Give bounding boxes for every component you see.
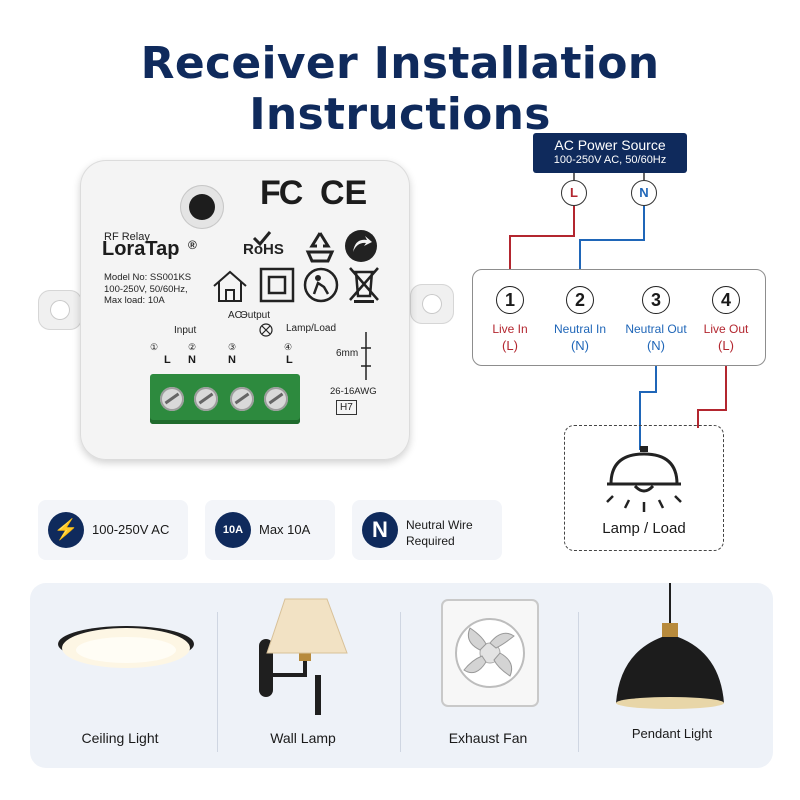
feature-text: Max 10A xyxy=(259,522,311,537)
terminal-4: 4 xyxy=(712,286,740,314)
terminal-letter: L xyxy=(286,354,293,366)
feature-neutral: N Neutral Wire Required xyxy=(352,500,502,560)
brand-name: LoraTap xyxy=(102,238,180,260)
terminal-letter: L xyxy=(164,354,171,366)
terminal-1: 1 xyxy=(496,286,524,314)
lightning-bolt-icon: ⚡ xyxy=(48,512,84,548)
source-neutral: N xyxy=(631,180,657,206)
terminal-name: Neutral Out xyxy=(625,322,687,336)
wire-strip-icon xyxy=(361,332,371,380)
model-line: Model No: SS001KS xyxy=(104,272,192,283)
feature-voltage: ⚡ 100-250V AC xyxy=(38,500,188,560)
terminal-name: Live In xyxy=(492,322,528,336)
terminal-number: ① xyxy=(150,342,159,352)
double-insulation-icon xyxy=(259,267,295,303)
divider xyxy=(400,612,401,752)
ceiling-light-icon xyxy=(58,626,194,668)
appliance-label: Exhaust Fan xyxy=(448,730,528,746)
recycle-icon xyxy=(305,232,335,263)
h7-mark: H7 xyxy=(336,400,357,415)
rohs-logo: RoHS xyxy=(243,241,284,258)
power-button-icon xyxy=(189,194,215,220)
page-title: Receiver Installation Instructions xyxy=(140,38,660,140)
terminal-number: ② xyxy=(188,342,197,352)
terminal-name: Live Out xyxy=(703,322,749,336)
model-spec: Model No: SS001KS 100-250V, 50/60Hz, Max… xyxy=(104,272,224,307)
house-icon xyxy=(213,270,247,302)
neutral-out-wire xyxy=(639,352,657,450)
lamp-load-label: Lamp / Load xyxy=(602,520,686,537)
exhaust-fan-icon xyxy=(441,599,539,707)
output-label: Output xyxy=(240,310,271,321)
registered-mark: ® xyxy=(188,238,197,252)
shield-10a-icon: 10A xyxy=(215,512,251,548)
terminal-polarity: (L) xyxy=(502,338,518,353)
model-line: 100-250V, 50/60Hz, xyxy=(104,283,188,295)
terminal-screw xyxy=(230,387,254,411)
appliance-label: Pendant Light xyxy=(631,726,713,741)
source-live: L xyxy=(561,180,587,206)
ac-label: AC~ xyxy=(228,310,248,321)
recycle-person-icon xyxy=(303,267,339,303)
recycling-arrow-icon xyxy=(345,230,377,262)
checkmark-icon xyxy=(252,231,272,246)
neutral-in-wire xyxy=(579,203,645,286)
terminal-number: ④ xyxy=(284,342,293,352)
ac-source-sub: 100-250V AC, 50/60Hz xyxy=(553,154,667,166)
feature-text: Required xyxy=(406,534,455,548)
receiver-device: RF Relay LoraTap ® Model No: SS001KS 100… xyxy=(80,160,410,460)
terminal-block xyxy=(150,374,300,424)
live-out-wire xyxy=(697,352,727,428)
ac-source-title: AC Power Source xyxy=(554,137,666,153)
terminal-polarity: (L) xyxy=(718,338,734,353)
feature-text: 100-250V AC xyxy=(92,522,170,537)
rf-relay-label: RF Relay xyxy=(104,231,150,243)
neutral-n-icon: N xyxy=(362,512,398,548)
pendant-light-icon xyxy=(616,583,724,709)
lamp-load-label: Lamp/Load xyxy=(286,323,337,334)
terminal-letter: N xyxy=(228,354,236,366)
model-line: Max load: 10A xyxy=(104,295,165,306)
terminal-letter: N xyxy=(188,354,196,366)
divider xyxy=(578,612,579,752)
terminal-number: ③ xyxy=(228,342,237,352)
terminal-3: 3 xyxy=(642,286,670,314)
feature-max-load: 10A Max 10A xyxy=(205,500,335,560)
terminal-screw xyxy=(160,387,184,411)
terminal-polarity: (N) xyxy=(570,338,590,353)
source-lead xyxy=(573,173,645,180)
wire-strip-length: 6mm xyxy=(336,348,359,359)
mounting-ear-right xyxy=(410,284,454,324)
terminal-polarity: (N) xyxy=(646,338,666,353)
terminal-name: Neutral In xyxy=(553,322,607,336)
feature-text: Neutral Wire xyxy=(406,518,473,532)
wall-lamp-icon xyxy=(259,598,348,715)
terminal-screw xyxy=(194,387,218,411)
live-in-wire xyxy=(509,203,575,286)
ceiling-lamp-icon xyxy=(606,446,682,512)
lamp-load-box: Lamp / Load xyxy=(564,425,724,551)
ac-power-source: AC Power Source 100-250V AC, 50/60Hz xyxy=(533,133,687,173)
terminal-2: 2 xyxy=(566,286,594,314)
mounting-ear-left xyxy=(38,290,82,330)
input-label: Input xyxy=(174,325,197,336)
appliance-label: Wall Lamp xyxy=(270,730,336,746)
terminal-screw xyxy=(264,387,288,411)
divider xyxy=(217,612,218,752)
terminal-diagram: 1 2 3 4 Live In Neutral In Neutral Out L… xyxy=(472,269,766,366)
bulb-icon xyxy=(259,323,273,337)
weee-bin-icon xyxy=(349,267,379,303)
wire-gauge: 26-16AWG xyxy=(330,386,377,397)
appliance-label: Ceiling Light xyxy=(81,730,159,746)
